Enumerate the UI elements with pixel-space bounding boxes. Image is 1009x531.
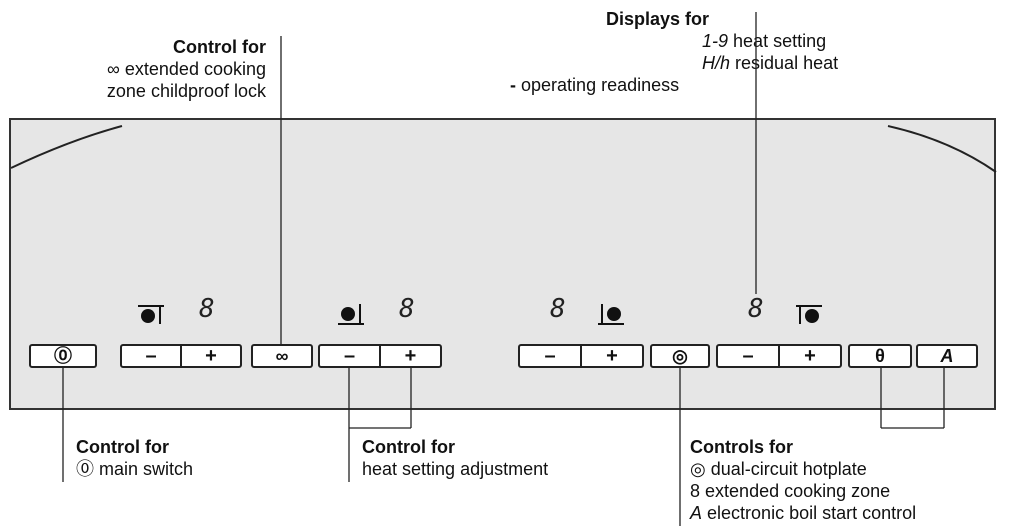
rear-left-plus-button[interactable]: + [180,346,240,366]
main-switch-button[interactable]: ⓪ [29,344,97,368]
lock-title: Control for [173,37,266,57]
dual-circuit-icon: ◎ [672,346,688,366]
extended-zone-button[interactable]: θ [848,344,912,368]
zone-rear-right-icon [794,302,824,326]
main-switch-symbol: ⓪ [76,459,94,479]
main-switch-title: Control for [76,437,169,457]
heat-adjust-label: Control for heat setting adjustment [362,436,548,480]
main-switch-text: main switch [99,459,194,479]
extended-zone-icon: θ [875,346,885,366]
rear-right-stepper[interactable]: – + [716,344,842,368]
boil-start-text: electronic boil start control [707,503,917,523]
heat-adjust-text: heat setting adjustment [362,459,549,479]
residual-heat-text: residual heat [735,53,839,73]
front-left-stepper[interactable]: – + [318,344,442,368]
right-hotplate-arc [887,125,997,173]
lock-icon: ∞ [275,346,289,366]
lock-text-1: extended cooking [124,59,266,79]
display-rear-left: 8 [199,294,215,324]
zone-front-right-icon [596,302,626,328]
left-hotplate-arc [10,125,123,169]
residual-heat-symbol: H/h [702,53,731,73]
controls-label: Controls for ◎ dual-circuit hotplate 8 e… [690,436,916,524]
boil-start-icon: A [940,346,954,366]
extended-zone-symbol: 8 [690,481,701,501]
lock-label: Control for ∞ extended cooking zone chil… [26,36,266,102]
dual-circuit-button[interactable]: ◎ [650,344,710,368]
dual-circuit-symbol: ◎ [690,459,706,479]
displays-title: Displays for [606,9,710,29]
operating-readiness-symbol: - [510,75,516,95]
display-rear-right: 8 [748,294,764,324]
rear-left-minus-button[interactable]: – [145,345,157,367]
extended-zone-text: extended cooking zone [705,481,891,501]
dual-circuit-text: dual-circuit hotplate [710,459,867,479]
front-right-plus-button[interactable]: + [580,346,642,366]
power-icon: ⓪ [54,346,72,366]
rear-right-minus-button[interactable]: – [742,345,754,367]
front-left-plus-button[interactable]: + [379,346,440,366]
boil-start-symbol: A [690,503,703,523]
childproof-lock-button[interactable]: ∞ [251,344,313,368]
rear-right-plus-button[interactable]: + [778,346,840,366]
rear-left-stepper[interactable]: – + [120,344,242,368]
front-left-minus-button[interactable]: – [343,345,356,367]
operating-readiness-text: operating readiness [521,75,680,95]
main-switch-label: Control for ⓪ main switch [76,436,193,480]
lock-text-2: zone childproof lock [106,81,266,101]
display-front-right: 8 [550,294,566,324]
lock-symbol: ∞ [107,59,120,79]
front-right-stepper[interactable]: – + [518,344,644,368]
controls-title: Controls for [690,437,793,457]
zone-front-left-icon [336,302,366,328]
front-right-minus-button[interactable]: – [544,345,556,367]
heat-adjust-title: Control for [362,437,455,457]
heat-setting-symbol: 1-9 [702,31,729,51]
display-front-left: 8 [399,294,415,324]
zone-rear-left-icon [136,302,166,326]
boil-start-button[interactable]: A [916,344,978,368]
